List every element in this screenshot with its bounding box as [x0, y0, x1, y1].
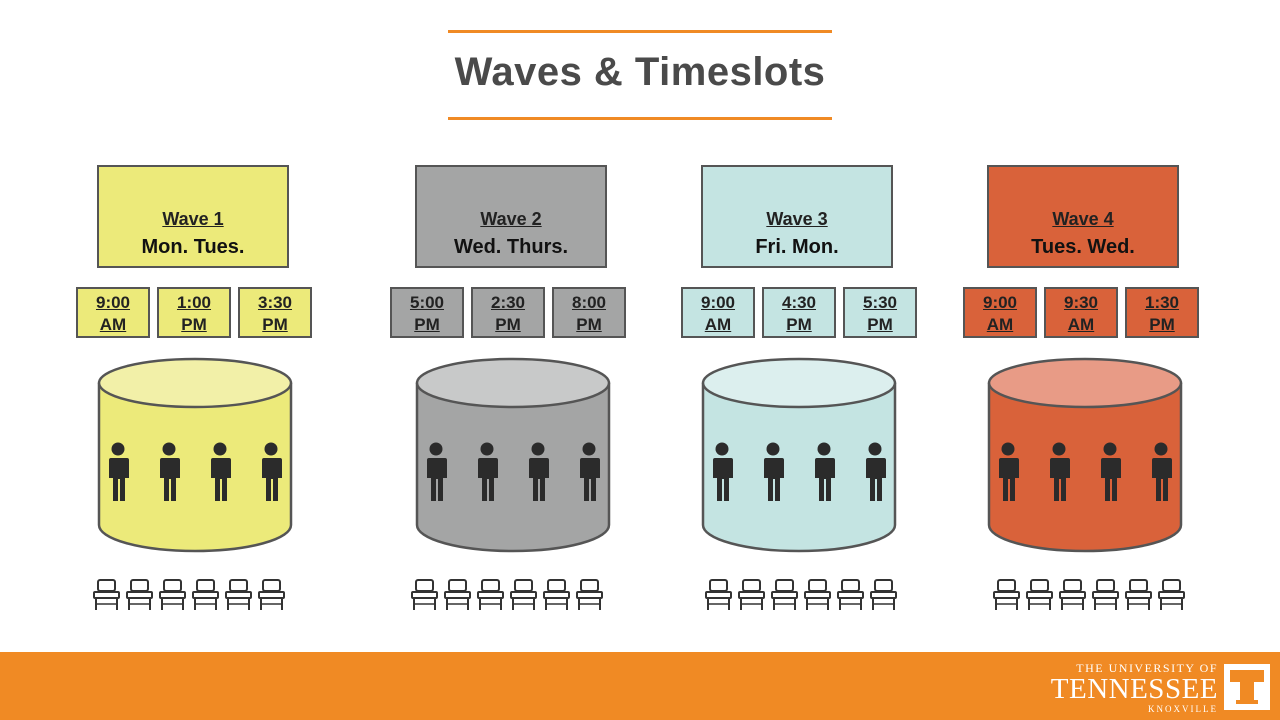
person-icon	[262, 442, 282, 501]
wave-days: Wed. Thurs.	[453, 236, 569, 258]
participant-pool-cylinder-4	[987, 357, 1183, 553]
person-icon	[764, 442, 784, 501]
chair-icon	[192, 579, 219, 610]
wordmark-line-2: TENNESSEE	[1050, 673, 1218, 705]
person-icon	[160, 442, 180, 501]
person-icon	[713, 442, 733, 501]
wave-days: Tues. Wed.	[1031, 236, 1135, 258]
chair-icon	[993, 579, 1020, 610]
chair-icon	[771, 579, 798, 610]
chair-icon	[159, 579, 186, 610]
chair-icon	[126, 579, 153, 610]
wave-days: Mon. Tues.	[141, 236, 245, 258]
chair-icon	[93, 579, 120, 610]
person-icon	[1050, 442, 1070, 501]
chair-icon	[444, 579, 471, 610]
wave-days: Fri. Mon.	[755, 236, 839, 258]
chair-row-2	[410, 578, 604, 612]
wave-name: Wave 2	[480, 209, 542, 229]
person-icon	[580, 442, 600, 501]
chair-icon	[1125, 579, 1152, 610]
wordmark-line-3: KNOXVILLE	[1148, 704, 1218, 714]
chair-icon	[837, 579, 864, 610]
person-icon	[211, 442, 231, 501]
chair-row-4	[992, 578, 1186, 612]
wordmark-line-1: THE UNIVERSITY OF	[1076, 661, 1218, 675]
person-icon	[815, 442, 835, 501]
chair-icon	[543, 579, 570, 610]
chair-row-3	[704, 578, 898, 612]
person-icon	[1152, 442, 1172, 501]
chair-icon	[1158, 579, 1185, 610]
title-rule-bottom	[448, 117, 832, 120]
wave-header-1: Wave 1 Mon. Tues.	[97, 165, 289, 268]
chair-icon	[804, 579, 831, 610]
person-icon	[427, 442, 447, 501]
wave-name: Wave 3	[766, 209, 828, 229]
chair-icon	[411, 579, 438, 610]
person-icon	[529, 442, 549, 501]
wave-header-3: Wave 3 Fri. Mon.	[701, 165, 893, 268]
wave-name: Wave 1	[162, 209, 224, 229]
university-wordmark: THE UNIVERSITY OF TENNESSEE KNOXVILLE	[1051, 662, 1218, 714]
wave-header-2: Wave 2 Wed. Thurs.	[415, 165, 607, 268]
person-icon	[109, 442, 129, 501]
title-rule-top	[448, 30, 832, 33]
chair-icon	[225, 579, 252, 610]
chair-icon	[1026, 579, 1053, 610]
chair-icon	[477, 579, 504, 610]
power-t-logo-icon	[1224, 664, 1270, 710]
chair-icon	[1059, 579, 1086, 610]
chair-icon	[738, 579, 765, 610]
chair-icon	[510, 579, 537, 610]
chair-icon	[576, 579, 603, 610]
chair-icon	[258, 579, 285, 610]
person-icon	[999, 442, 1019, 501]
chair-icon	[1092, 579, 1119, 610]
page-title: Waves & Timeslots	[454, 50, 826, 94]
footer-bar: THE UNIVERSITY OF TENNESSEE KNOXVILLE	[0, 652, 1280, 720]
participant-pool-cylinder-1	[97, 357, 293, 553]
chair-icon	[705, 579, 732, 610]
chair-icon	[870, 579, 897, 610]
wave-name: Wave 4	[1052, 209, 1114, 229]
person-icon	[866, 442, 886, 501]
wave-header-4: Wave 4 Tues. Wed.	[987, 165, 1179, 268]
person-icon	[478, 442, 498, 501]
participant-pool-cylinder-3	[701, 357, 897, 553]
participant-pool-cylinder-2	[415, 357, 611, 553]
chair-row-1	[92, 578, 286, 612]
person-icon	[1101, 442, 1121, 501]
